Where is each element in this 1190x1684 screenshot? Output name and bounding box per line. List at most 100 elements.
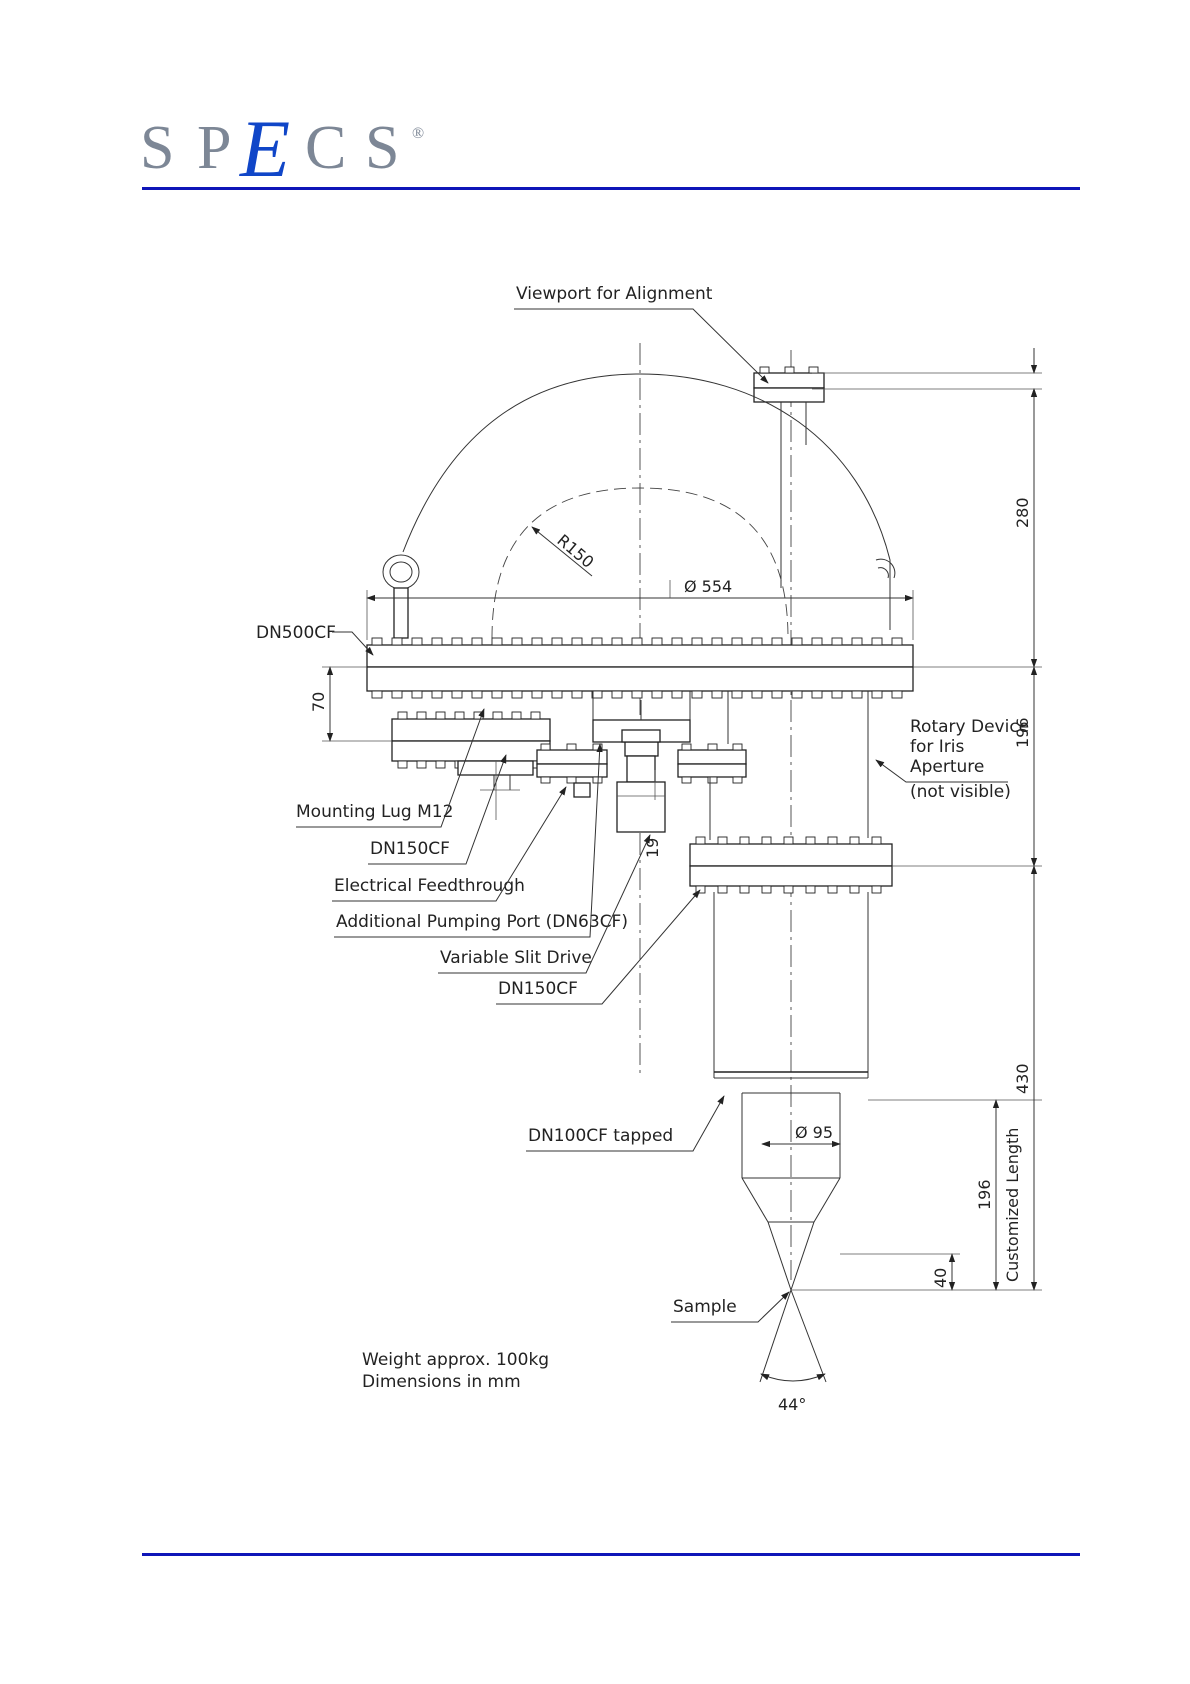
dimension-196-lower: 196 bbox=[975, 1179, 994, 1210]
eye-bolt-right bbox=[875, 558, 896, 579]
specs-logo: S P E C S ® bbox=[140, 103, 424, 194]
footer-rule bbox=[142, 1553, 1080, 1556]
flange-bolt bbox=[551, 637, 563, 646]
logo-letter-c: C bbox=[305, 114, 346, 182]
flange-bolt bbox=[435, 760, 446, 769]
flange-bolt bbox=[391, 637, 403, 646]
label-dn500cf: DN500CF bbox=[256, 623, 336, 643]
flange-bolt bbox=[411, 637, 423, 646]
flange-bolt bbox=[651, 690, 663, 699]
flange-bolt bbox=[891, 690, 903, 699]
label-mounting-lug: Mounting Lug M12 bbox=[296, 802, 453, 822]
flange-bolt bbox=[416, 760, 427, 769]
flange-bolt bbox=[871, 637, 883, 646]
flange-bolt bbox=[531, 690, 543, 699]
radius-leader bbox=[531, 526, 593, 577]
spectrometer-drawing: R150 Ø 554 bbox=[256, 284, 1042, 1414]
radius-dimension: R150 bbox=[553, 531, 597, 572]
label-electrical-feedthrough: Electrical Feedthrough bbox=[334, 876, 525, 896]
flange-bolt bbox=[571, 637, 583, 646]
flange-bolt bbox=[591, 637, 603, 646]
flange-bolt bbox=[761, 885, 772, 894]
flange-bolt bbox=[611, 690, 623, 699]
flange-bolt bbox=[411, 690, 423, 699]
flange-bolt bbox=[783, 836, 794, 845]
logo-registered-mark: ® bbox=[412, 125, 424, 142]
flange-bolt bbox=[851, 637, 863, 646]
pumping-port-flange bbox=[536, 743, 608, 798]
dimension-40: 40 bbox=[931, 1268, 950, 1288]
note-units: Dimensions in mm bbox=[362, 1372, 521, 1392]
flange-bolt bbox=[811, 637, 823, 646]
flange-bolt bbox=[827, 885, 838, 894]
flange-bolt bbox=[530, 711, 541, 720]
flange-bolt bbox=[471, 690, 483, 699]
flange-bolt bbox=[805, 836, 816, 845]
label-dn100cf-tapped: DN100CF tapped bbox=[528, 1126, 673, 1146]
flange-bolt bbox=[827, 836, 838, 845]
flange-bolt bbox=[435, 711, 446, 720]
flange-bolt bbox=[851, 690, 863, 699]
flange-bolt bbox=[451, 637, 463, 646]
flange-bolt bbox=[831, 690, 843, 699]
dimension-280: 280 bbox=[1013, 497, 1032, 528]
flange-bolt bbox=[416, 711, 427, 720]
flange-bolt bbox=[871, 836, 882, 845]
flange-bolt bbox=[651, 637, 663, 646]
label-dn150cf-lower: DN150CF bbox=[498, 979, 578, 999]
logo-letter-s1: S bbox=[140, 114, 174, 182]
flange-bolt bbox=[717, 885, 728, 894]
label-pumping-port: Additional Pumping Port (DN63CF) bbox=[336, 912, 628, 932]
flange-bolt bbox=[849, 836, 860, 845]
dimension-19: 19 bbox=[643, 838, 662, 858]
flange-bolt bbox=[791, 637, 803, 646]
label-rotary-line4: (not visible) bbox=[910, 782, 1011, 802]
acceptance-angle: 44° bbox=[778, 1395, 806, 1414]
header-rule bbox=[142, 187, 1080, 190]
flange-bolt bbox=[371, 690, 383, 699]
flange-bolt bbox=[454, 711, 465, 720]
flange-bolt bbox=[531, 637, 543, 646]
flange-bolt bbox=[783, 885, 794, 894]
flange-bolt bbox=[761, 836, 772, 845]
acceptance-cone bbox=[759, 1289, 827, 1383]
dome-outer-arc bbox=[402, 373, 891, 630]
flange-bolt bbox=[711, 637, 723, 646]
flange-bolt bbox=[891, 637, 903, 646]
flange-bolt bbox=[571, 690, 583, 699]
dn150-lower-flange bbox=[689, 836, 893, 894]
flange-bolt bbox=[695, 885, 706, 894]
flange-bolt bbox=[871, 885, 882, 894]
label-sample: Sample bbox=[673, 1297, 737, 1317]
flange-bolt bbox=[431, 690, 443, 699]
dimension-430: 430 bbox=[1013, 1063, 1032, 1094]
flange-bolt bbox=[805, 885, 816, 894]
flange-bolt bbox=[451, 690, 463, 699]
flange-bolt bbox=[871, 690, 883, 699]
label-dn150cf-upper: DN150CF bbox=[370, 839, 450, 859]
flange-bolt bbox=[731, 690, 743, 699]
flange-bolt bbox=[691, 690, 703, 699]
dimension-70: 70 bbox=[309, 692, 328, 712]
slit-drive-assembly bbox=[592, 691, 691, 833]
flange-bolt bbox=[631, 637, 643, 646]
flange-bolt bbox=[391, 690, 403, 699]
flange-bolt bbox=[511, 711, 522, 720]
flange-bolt bbox=[751, 690, 763, 699]
flange-bolt bbox=[491, 637, 503, 646]
flange-bolt bbox=[831, 637, 843, 646]
customized-length: Customized Length bbox=[1003, 1128, 1022, 1282]
flange-bolt bbox=[611, 637, 623, 646]
flange-bolt bbox=[811, 690, 823, 699]
flange-bolt bbox=[671, 637, 683, 646]
hemisphere-path-dashed bbox=[491, 487, 789, 639]
flange-bolt bbox=[771, 690, 783, 699]
rotary-device-flange bbox=[677, 691, 747, 840]
label-rotary-line3: Aperture bbox=[910, 757, 984, 777]
flange-bolt bbox=[511, 637, 523, 646]
flange-bolt bbox=[731, 637, 743, 646]
dn150-left-assembly bbox=[391, 711, 551, 820]
tube-diameter: Ø 95 bbox=[795, 1123, 833, 1142]
flange-bolt bbox=[849, 885, 860, 894]
